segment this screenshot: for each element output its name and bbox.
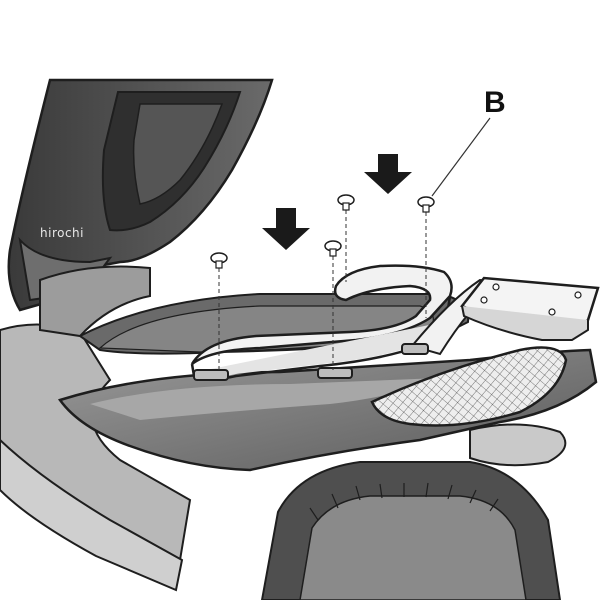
side-handle xyxy=(469,423,567,467)
mounting-bolt-icon xyxy=(417,196,435,213)
callout-leader-line xyxy=(431,117,491,197)
compartment-rim xyxy=(39,265,151,338)
down-arrow-icon xyxy=(364,154,412,194)
mounting-bolt-icon xyxy=(337,194,355,211)
mounting-bolt-icon xyxy=(210,252,228,269)
tail-light xyxy=(370,346,568,427)
rear-wheel xyxy=(260,461,562,600)
callout-label-b: B xyxy=(484,86,506,119)
install-guide-lines xyxy=(218,210,427,372)
down-arrow-icon xyxy=(262,208,310,250)
watermark: hirochi xyxy=(40,226,84,240)
cowl-highlight xyxy=(90,378,440,420)
mounting-plate xyxy=(460,276,600,341)
seat-lid-ridge xyxy=(132,103,224,205)
footboard xyxy=(0,438,184,592)
mounting-bolt-icon xyxy=(324,240,342,257)
